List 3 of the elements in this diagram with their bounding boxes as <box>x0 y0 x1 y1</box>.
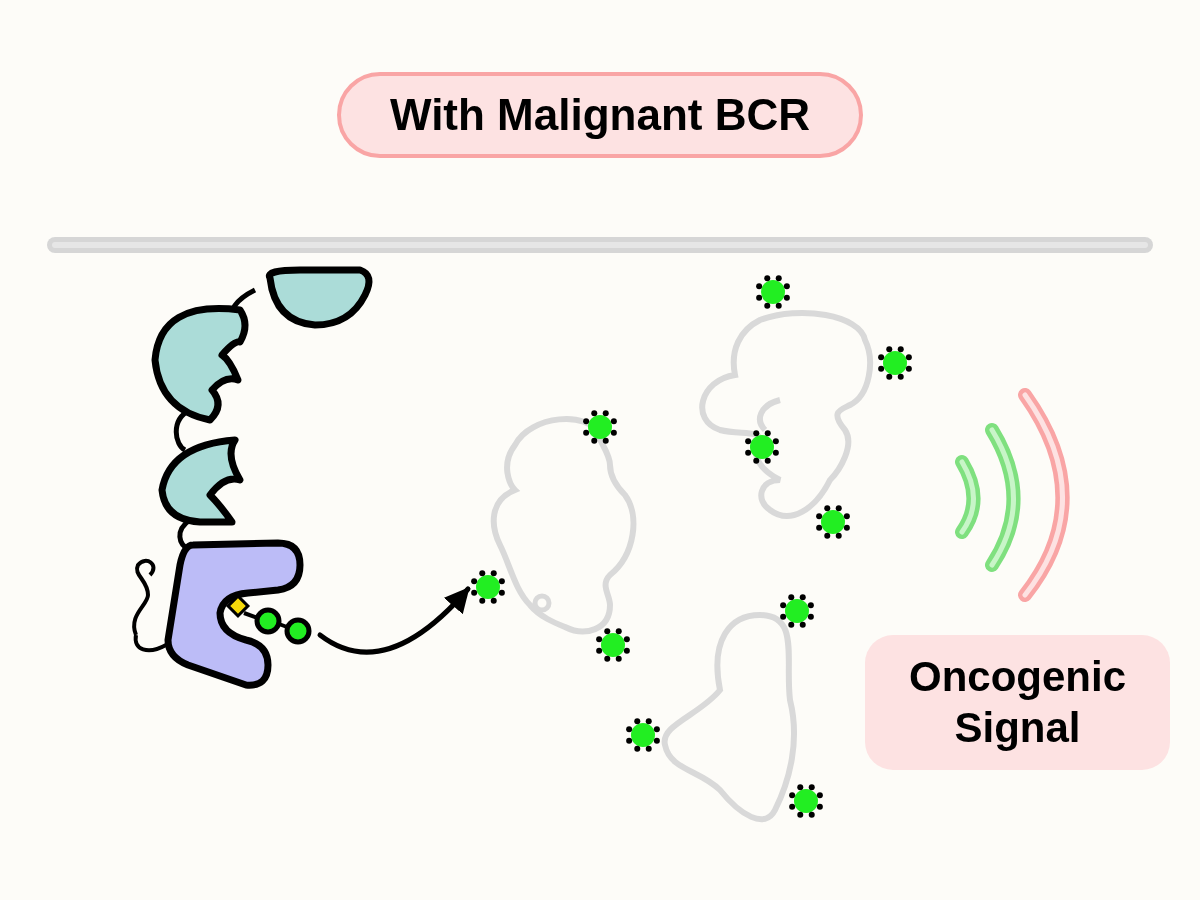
arrow <box>317 586 471 655</box>
signal-label-box: Oncogenic Signal <box>865 635 1170 770</box>
title-pill: With Malignant BCR <box>337 72 863 158</box>
